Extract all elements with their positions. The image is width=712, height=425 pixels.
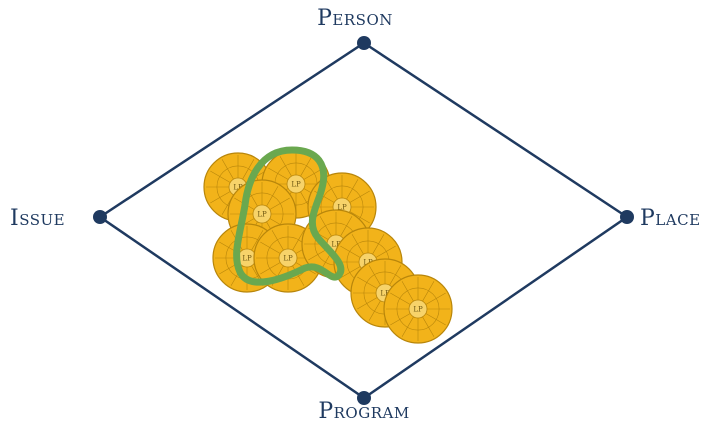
- label-place: Place: [640, 206, 701, 231]
- wheel-hub-text: LP: [291, 181, 301, 189]
- label-issue: Issue: [10, 206, 65, 231]
- node-place: [620, 210, 634, 224]
- wheel-hub-text: LP: [413, 306, 423, 314]
- wheel-hub-text: LP: [283, 255, 293, 263]
- wheel-10: LP: [384, 275, 452, 343]
- wheel-hub-text: LP: [257, 211, 267, 219]
- wheel-hub-text: LP: [242, 255, 252, 263]
- node-issue: [93, 210, 107, 224]
- node-person: [357, 36, 371, 50]
- label-person: Person: [317, 6, 393, 31]
- label-program: Program: [318, 399, 409, 424]
